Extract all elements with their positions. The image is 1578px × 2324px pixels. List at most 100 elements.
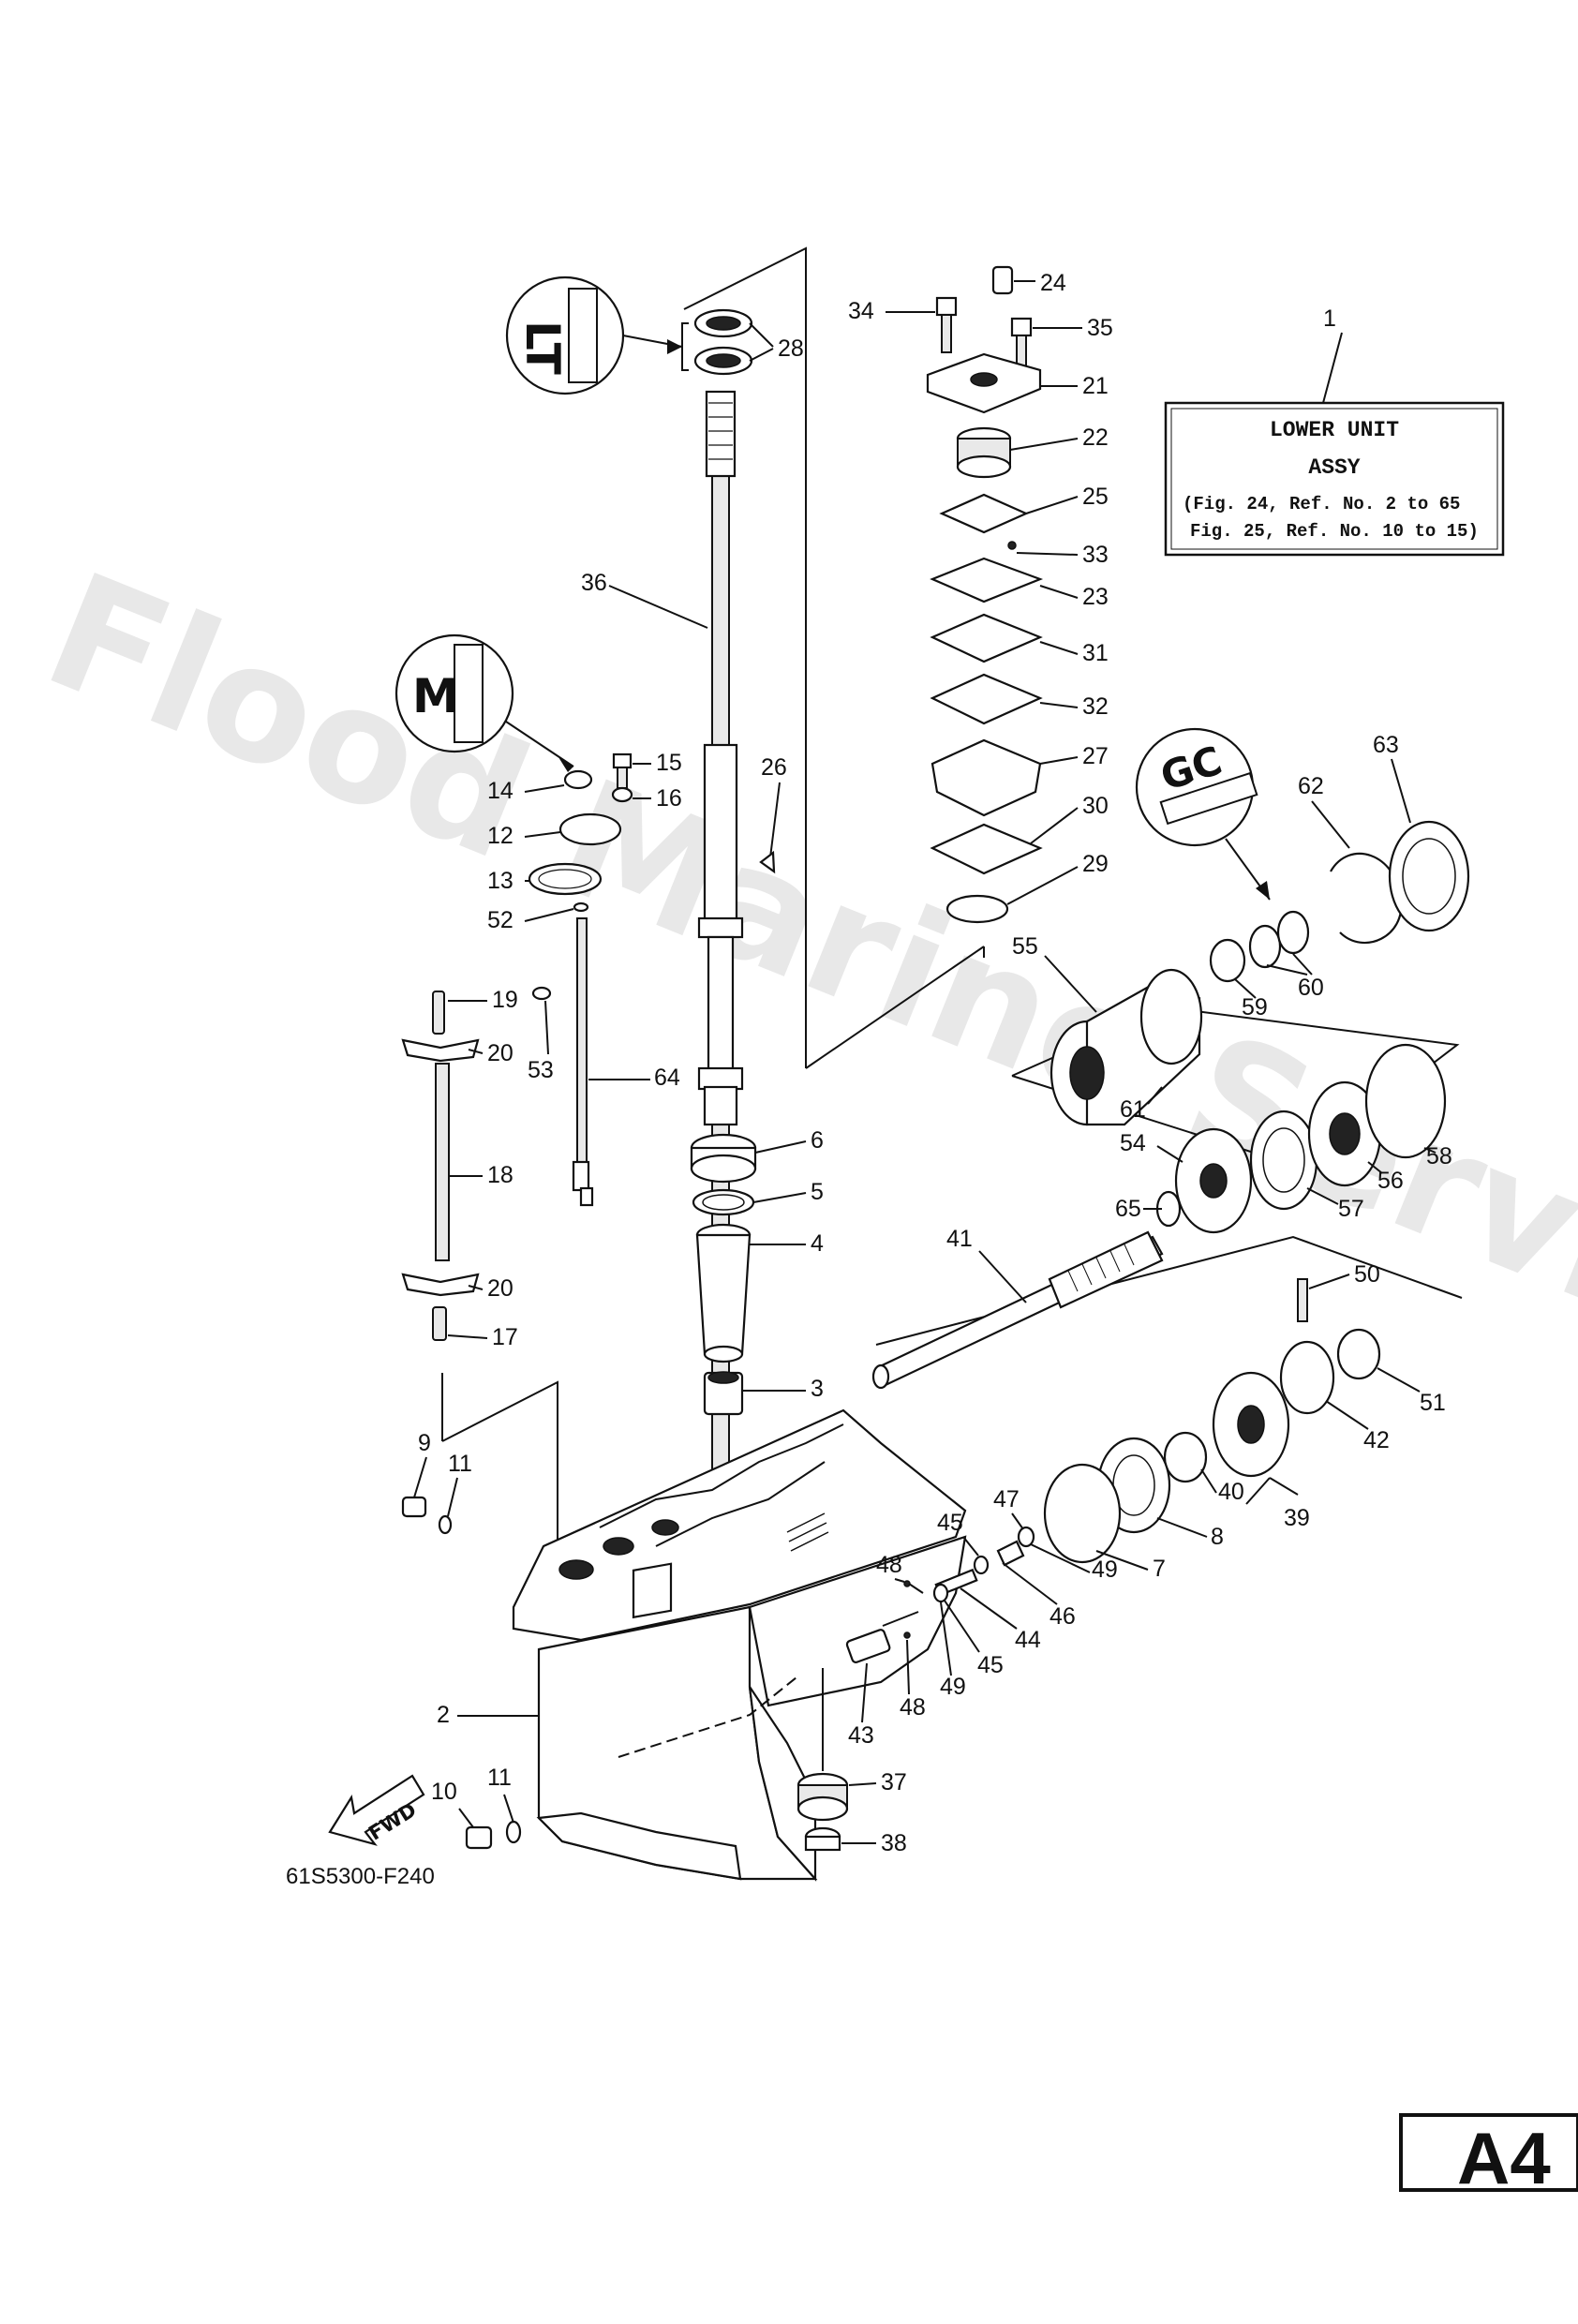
callout-42: 42 xyxy=(1363,1427,1390,1453)
bearing-6 xyxy=(690,1133,757,1184)
callout-65: 65 xyxy=(1115,1196,1141,1222)
callout-41: 41 xyxy=(946,1226,973,1252)
watermark-text: Flood Marine Services xyxy=(23,538,1578,1453)
lubricant-mark-m: M xyxy=(394,633,574,772)
drain-screws xyxy=(401,1496,522,1850)
callout-52: 52 xyxy=(487,907,514,933)
callout-28: 28 xyxy=(778,335,804,362)
callout-18: 18 xyxy=(487,1162,514,1188)
callout-59: 59 xyxy=(1242,994,1268,1020)
callout-7: 7 xyxy=(1153,1556,1166,1582)
clutch-and-reverse-gear xyxy=(1043,1278,1381,1564)
callout-61: 61 xyxy=(1120,1096,1146,1123)
callout-22: 22 xyxy=(1082,425,1109,451)
callout-8: 8 xyxy=(1211,1524,1224,1550)
lower-unit-assy-box: LOWER UNIT ASSY (Fig. 24, Ref. No. 2 to … xyxy=(1164,332,1505,557)
callout-33: 33 xyxy=(1082,542,1109,568)
callout-32: 32 xyxy=(1082,693,1109,720)
svg-text:LT: LT xyxy=(515,320,570,375)
callout-57: 57 xyxy=(1338,1196,1364,1222)
forward-gear-and-bearings xyxy=(1155,1043,1447,1234)
callout-64: 64 xyxy=(654,1065,680,1091)
callout-13: 13 xyxy=(487,868,514,894)
callout-labels: 28 36 26 24 34 35 21 22 25 33 23 31 32 2… xyxy=(286,270,1452,1889)
drawing-code: 61S5300-F240 xyxy=(286,1864,435,1889)
callout-50: 50 xyxy=(1354,1261,1380,1288)
shim-5 xyxy=(692,1188,755,1216)
callout-4: 4 xyxy=(811,1230,824,1257)
callout-45a: 45 xyxy=(937,1510,963,1536)
callout-11a: 11 xyxy=(448,1451,472,1477)
lubricant-mark-lt: LT xyxy=(505,276,683,395)
bearing-housing-55 xyxy=(1050,968,1203,1126)
water-pump-stack xyxy=(926,265,1044,924)
shift-rod-parts xyxy=(401,752,633,1341)
callout-45b: 45 xyxy=(977,1652,1004,1678)
callout-54: 54 xyxy=(1120,1130,1146,1156)
callout-37: 37 xyxy=(881,1769,907,1795)
callout-44: 44 xyxy=(1015,1627,1041,1653)
callout-34: 34 xyxy=(848,298,874,324)
fwd-arrow: FWD xyxy=(328,1774,425,1846)
bearing-3 xyxy=(703,1371,744,1416)
assy-note-line2: Fig. 25, Ref. No. 10 to 15) xyxy=(1190,521,1479,542)
callout-60: 60 xyxy=(1298,975,1324,1001)
callout-53: 53 xyxy=(528,1057,554,1083)
gear-case-housing xyxy=(512,1408,967,1882)
callout-25: 25 xyxy=(1082,484,1109,510)
callout-49b: 49 xyxy=(1092,1557,1118,1583)
callout-15: 15 xyxy=(656,750,682,776)
callout-5: 5 xyxy=(811,1179,824,1205)
callout-39: 39 xyxy=(1284,1505,1310,1531)
svg-text:M: M xyxy=(412,669,459,723)
callout-27: 27 xyxy=(1082,743,1109,769)
callout-1: 1 xyxy=(1323,305,1336,332)
callout-48b: 48 xyxy=(900,1694,926,1721)
shift-plunger-parts xyxy=(845,1526,1035,1663)
callout-19: 19 xyxy=(492,987,518,1013)
page-tag: A4 xyxy=(1399,2113,1578,2199)
callout-2: 2 xyxy=(437,1702,450,1728)
assy-note-line1: (Fig. 24, Ref. No. 2 to 65 xyxy=(1183,494,1460,514)
callout-63: 63 xyxy=(1373,732,1399,758)
page-tag-text: A4 xyxy=(1457,2117,1551,2199)
callout-12: 12 xyxy=(487,823,514,849)
assy-title-line1: LOWER UNIT xyxy=(1270,418,1399,442)
callout-36: 36 xyxy=(581,570,607,596)
assy-title-line2: ASSY xyxy=(1308,455,1360,480)
callout-40: 40 xyxy=(1218,1479,1244,1505)
callout-30: 30 xyxy=(1082,793,1109,819)
callout-62: 62 xyxy=(1298,773,1324,799)
callout-46: 46 xyxy=(1050,1603,1076,1630)
callout-21: 21 xyxy=(1082,373,1109,399)
callout-3: 3 xyxy=(811,1376,824,1402)
callout-9: 9 xyxy=(418,1430,431,1456)
lubricant-mark-gc: GC xyxy=(1135,727,1271,901)
callout-43: 43 xyxy=(848,1722,874,1749)
callout-20a: 20 xyxy=(487,1040,514,1066)
oil-seal-28 xyxy=(693,308,753,376)
callout-49a: 49 xyxy=(940,1674,966,1700)
callout-11b: 11 xyxy=(487,1765,512,1791)
callout-35: 35 xyxy=(1087,315,1113,341)
callout-29: 29 xyxy=(1082,851,1109,877)
callout-26: 26 xyxy=(761,754,787,781)
callout-14: 14 xyxy=(487,778,514,804)
callout-47: 47 xyxy=(993,1486,1020,1512)
callout-24: 24 xyxy=(1040,270,1066,296)
callout-31: 31 xyxy=(1082,640,1109,666)
callout-23: 23 xyxy=(1082,584,1109,610)
needle-bearing-and-seals xyxy=(1209,820,1470,983)
callout-51: 51 xyxy=(1420,1390,1446,1416)
callout-17: 17 xyxy=(492,1324,518,1350)
pinion-and-nut xyxy=(796,1668,849,1852)
propeller-shaft-41 xyxy=(871,1230,1164,1390)
callout-6: 6 xyxy=(811,1127,824,1154)
callout-10: 10 xyxy=(431,1779,457,1805)
callout-16: 16 xyxy=(656,785,682,812)
callout-48a: 48 xyxy=(876,1552,902,1578)
callout-38: 38 xyxy=(881,1830,907,1856)
callout-20b: 20 xyxy=(487,1275,514,1302)
callout-55: 55 xyxy=(1012,933,1038,960)
